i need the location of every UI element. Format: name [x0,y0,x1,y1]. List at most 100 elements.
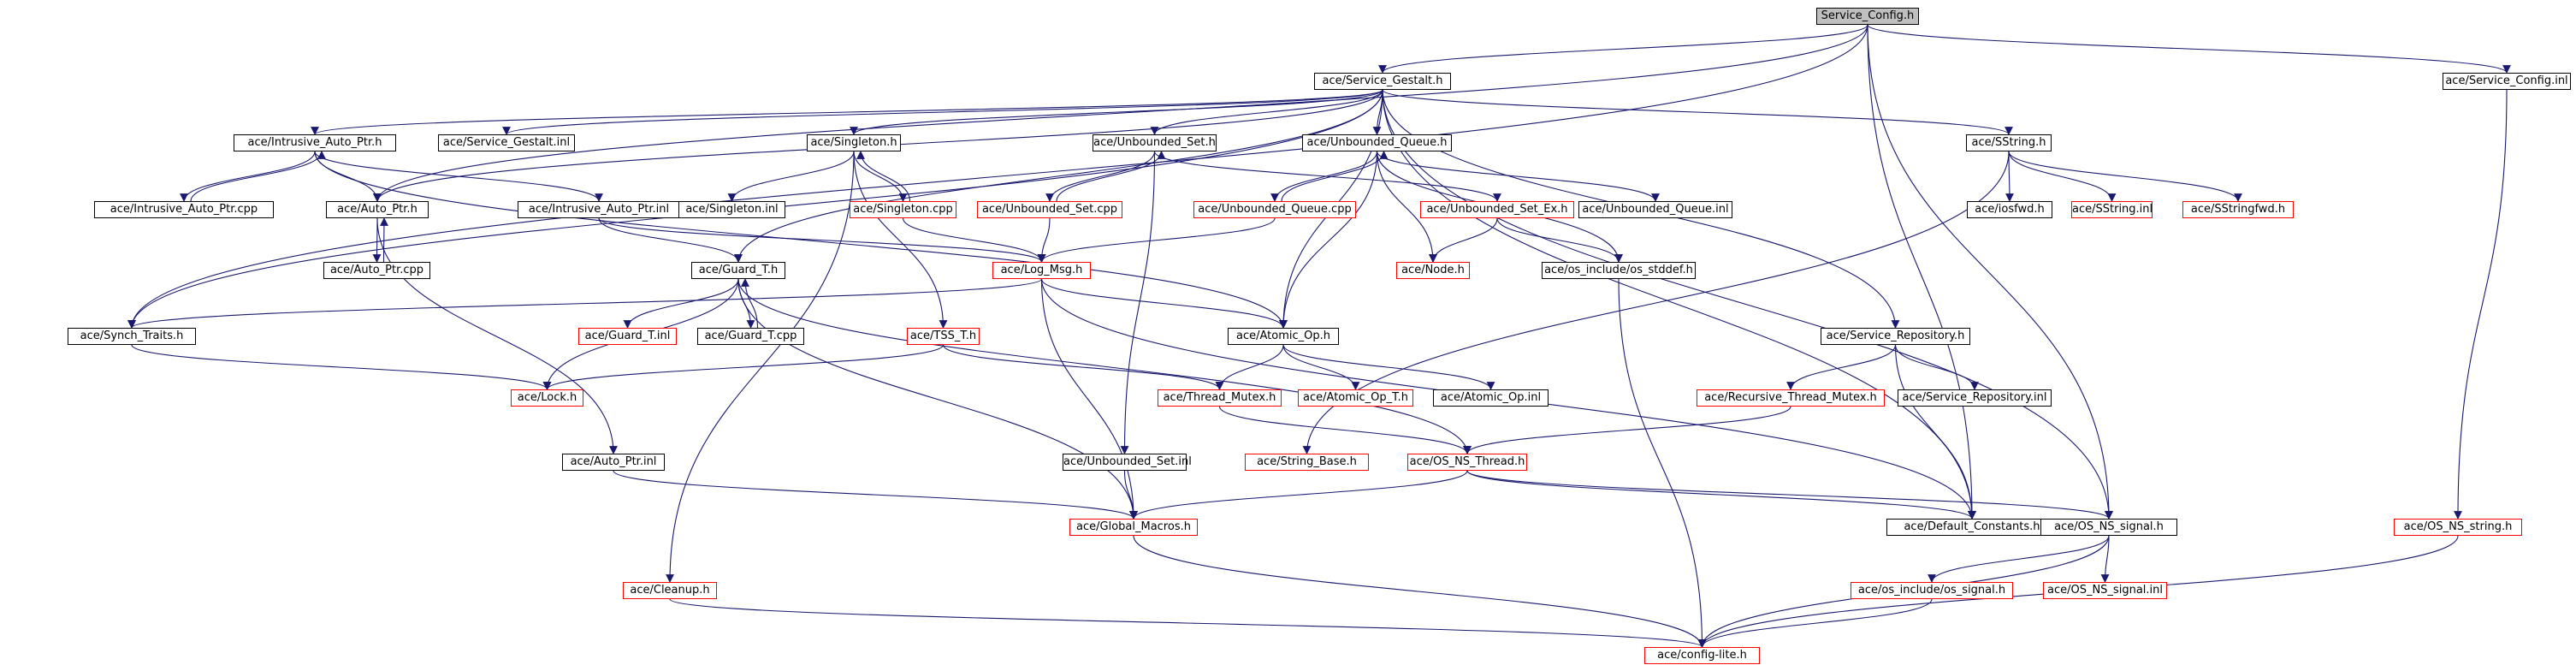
graph-node[interactable]: ace/Auto_Ptr.h [326,201,429,218]
graph-node[interactable]: ace/Singleton.inl [678,201,785,218]
graph-node[interactable]: ace/Auto_Ptr.cpp [323,262,430,279]
dependency-edge [1382,89,2113,520]
dependency-edge [1378,24,1868,74]
dependency-edge [1282,344,1495,390]
graph-node[interactable]: ace/os_include/os_stddef.h [1542,262,1696,279]
graph-node[interactable]: ace/Recursive_Thread_Mutex.h [1697,389,1885,407]
graph-node[interactable]: ace/OS_NS_signal.h [2040,519,2177,536]
graph-node[interactable]: ace/Atomic_Op_T.h [1298,389,1413,407]
dependency-edge [850,89,1383,135]
dependency-edge [669,598,1707,648]
dependency-edge [2454,89,2508,520]
dependency-edge [853,151,908,202]
dependency-edge [1302,151,2010,454]
dependency-edge [376,217,618,454]
graph-node[interactable]: ace/Guard_T.h [691,262,785,279]
graph-node[interactable]: ace/Intrusive_Auto_Ptr.inl [518,201,680,218]
graph-node[interactable]: ace/SStringfwd.h [2182,201,2294,218]
dependency-edge [180,151,316,202]
dependency-edge [380,217,388,263]
graph-node[interactable]: ace/Atomic_Op.inl [1433,389,1549,407]
graph-node[interactable]: ace/Intrusive_Auto_Ptr.h [234,134,396,151]
graph-node[interactable]: ace/Service_Gestalt.h [1314,73,1451,90]
graph-node[interactable]: ace/Lock.h [511,389,583,407]
graph-node[interactable]: ace/Default_Constants.h [1886,519,2058,536]
dependency-edge [856,151,911,202]
graph-node[interactable]: ace/config-lite.h [1644,647,1760,664]
dependency-edge [1218,406,1472,454]
dependency-edge [613,470,1138,520]
dependency-edge [1466,470,2113,520]
graph-node[interactable]: ace/Unbounded_Queue.cpp [1193,201,1356,218]
dependency-edge [1697,598,1933,648]
dependency-edge [1376,151,1437,263]
graph-node[interactable]: ace/Unbounded_Set.inl [1063,454,1192,471]
graph-node[interactable]: ace/Guard_T.cpp [697,328,804,345]
dependency-edge [2100,535,2110,583]
dependency-edge [190,151,326,202]
graph-node[interactable]: ace/Log_Msg.h [992,262,1091,279]
graph-node[interactable]: ace/Cleanup.h [623,582,717,599]
dependency-edge [1894,344,1979,390]
dependency-edge [1618,278,1707,648]
dependency-edge [623,278,739,329]
graph-node[interactable]: ace/OS_NS_signal.inl [2043,582,2167,599]
graph-node[interactable]: ace/Service_Repository.h [1821,328,1970,345]
dependency-edge [373,24,1868,202]
dependency-edge [131,344,552,390]
graph-node[interactable]: ace/Atomic_Op.h [1228,328,1339,345]
graph-node[interactable]: ace/Global_Macros.h [1069,519,1198,536]
dependency-edge [737,278,1472,454]
dependency-edge [1496,217,1623,263]
graph-node[interactable]: ace/SString.inl [2071,201,2153,218]
graph-node[interactable]: ace/Service_Repository.inl [1898,389,2052,407]
graph-node[interactable]: ace/Intrusive_Auto_Ptr.cpp [94,201,274,218]
graph-node[interactable]: ace/Singleton.cpp [850,201,956,218]
dependency-edge [1928,535,2110,583]
dependency-edge [1270,151,1378,202]
dependency-edge [1133,535,1707,648]
dependency-edge [1281,151,1389,202]
dependency-edge [1466,470,1976,520]
graph-node[interactable]: ace/TSS_T.h [907,328,980,345]
graph-node[interactable]: ace/Auto_Ptr.inl [562,454,665,471]
dependency-edge [1376,151,1660,202]
dependency-edge [1120,151,1156,454]
graph-node[interactable]: ace/OS_NS_string.h [2394,519,2522,536]
graph-node[interactable]: ace/Unbounded_Set.cpp [977,201,1122,218]
graph-node[interactable]: ace/Singleton.h [807,134,901,151]
dependency-edge [127,24,1868,329]
graph-node[interactable]: ace/OS_NS_Thread.h [1407,454,1527,471]
graph-node[interactable]: ace/Unbounded_Set.h [1093,134,1217,151]
dependency-edge [1040,278,1288,329]
graph-node[interactable]: ace/os_include/os_signal.h [1851,582,2013,599]
graph-node[interactable]: ace/Node.h [1396,262,1470,279]
graph-node[interactable]: ace/Service_Config.inl [2443,73,2571,90]
dependency-edge [1045,151,1156,202]
dependency-edge [1279,151,1378,329]
graph-node[interactable]: ace/Thread_Mutex.h [1158,389,1282,407]
graph-node[interactable]: ace/Unbounded_Set_Ex.h [1420,201,1574,218]
dependency-edge [1894,344,1976,520]
graph-node[interactable]: ace/SString.h [1966,134,2052,151]
graph-node[interactable]: ace/Guard_T.inl [578,328,677,345]
graph-node[interactable]: ace/String_Base.h [1245,454,1369,471]
graph-node[interactable]: ace/Unbounded_Queue.inl [1578,201,1732,218]
dependency-edge [311,89,1383,135]
dependency-edge [2005,151,2014,202]
graph-node[interactable]: Service_Config.h [1816,8,1919,25]
dependency-edge [2008,151,2117,202]
dependency-edge [314,151,603,202]
dependency-edge [1129,470,1468,520]
graph-node[interactable]: ace/iosfwd.h [1967,201,2052,218]
dependency-edge [598,217,1046,263]
dependency-edge [2008,151,2242,202]
graph-node[interactable]: ace/Synch_Traits.h [68,328,196,345]
dependency-edge [1429,217,1498,263]
dependency-edge [502,89,1383,135]
graph-node[interactable]: ace/Unbounded_Queue.h [1302,134,1452,151]
dependency-edge [1382,89,2013,135]
graph-node[interactable]: ace/Service_Gestalt.inl [438,134,575,151]
dependency-edge [853,151,948,329]
